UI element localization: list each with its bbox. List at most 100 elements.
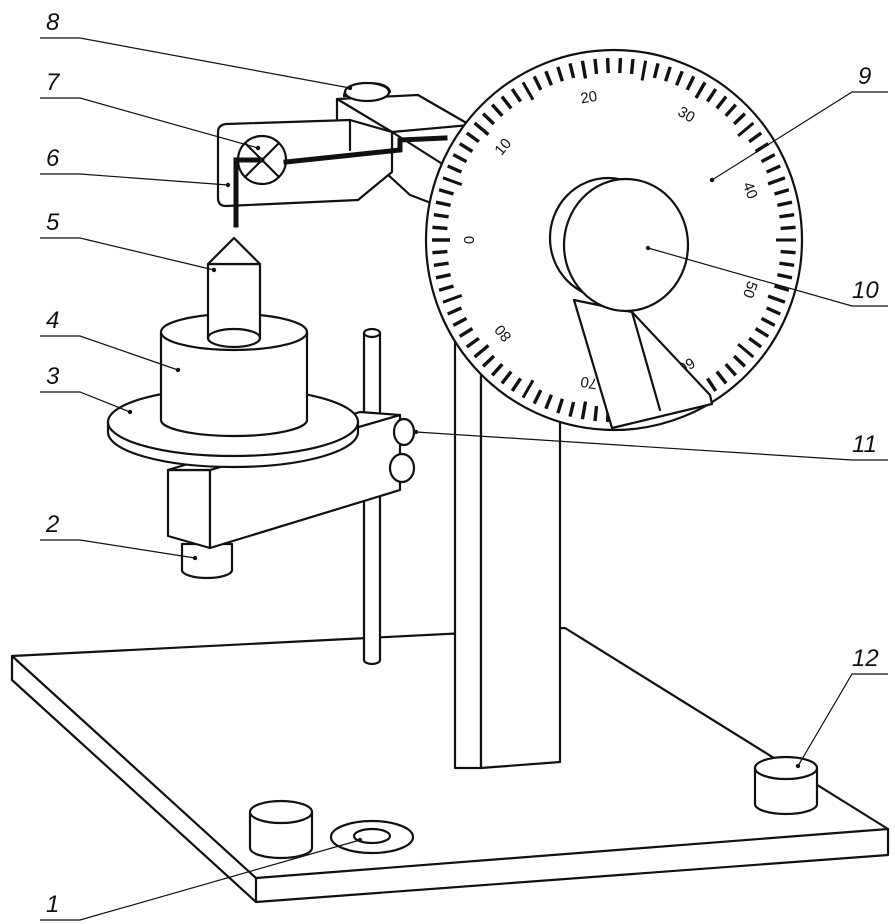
dial-tick — [442, 293, 463, 304]
dial-tick — [473, 121, 490, 136]
dial-tick — [732, 112, 747, 126]
dial-tick — [532, 75, 543, 91]
dial-tick — [452, 316, 468, 327]
dial-tick — [685, 75, 696, 91]
dial-tick — [737, 342, 755, 359]
dial-tick — [500, 95, 513, 110]
base-plate — [10, 626, 890, 904]
dial-tick — [438, 188, 454, 196]
dial-tick — [473, 344, 490, 359]
dial-tick — [458, 327, 474, 338]
vertical-column — [453, 338, 562, 770]
callout-3: 3 — [46, 363, 60, 390]
dial-tick — [544, 394, 553, 410]
dial-tick — [510, 377, 523, 392]
callout-1: 1 — [46, 891, 59, 918]
dial-scale-label: 20 — [579, 88, 598, 108]
dial-tick — [490, 362, 504, 377]
dial-tick — [593, 58, 599, 75]
dial-tick — [532, 389, 543, 405]
dial-scale-label: 0 — [461, 236, 478, 244]
dial-tick — [780, 249, 796, 255]
dial-tick — [432, 225, 448, 231]
dial-tick — [568, 62, 576, 79]
dial-tick — [765, 306, 781, 316]
dial-tick — [715, 95, 728, 110]
dial-tick — [640, 60, 648, 81]
dial-tick — [767, 176, 786, 186]
dial-tick — [724, 103, 738, 118]
dial-tick — [500, 370, 513, 385]
dial-tick — [754, 327, 770, 338]
dial-tick — [432, 249, 448, 255]
sample-cup — [159, 312, 309, 438]
spirit-level-ring — [329, 819, 415, 855]
suspended-cylinder — [206, 236, 262, 349]
dial-tick — [435, 200, 451, 207]
leader-lines — [40, 37, 888, 921]
dial-tick — [777, 273, 793, 280]
dial-tick — [438, 284, 454, 292]
dial-tick — [447, 164, 463, 174]
base-foot-left — [248, 799, 314, 860]
dial-tick — [510, 88, 523, 103]
dial-tick — [465, 336, 480, 349]
dial-scale-label: 70 — [579, 373, 598, 393]
callout-8: 8 — [46, 9, 60, 36]
dial-tick — [580, 60, 588, 79]
dial-tick — [737, 121, 755, 138]
dial-tick — [715, 370, 728, 385]
dial-hub — [548, 176, 690, 313]
callout-4: 4 — [46, 307, 59, 334]
dial-tick — [694, 81, 707, 99]
callout-2: 2 — [45, 511, 59, 538]
callout-9: 9 — [858, 63, 871, 90]
dial-tick — [774, 284, 790, 292]
dial-tick — [490, 103, 504, 118]
dial-tick — [465, 131, 480, 144]
dial-tick — [629, 58, 635, 75]
dial-tick — [433, 213, 449, 219]
dial-tick — [433, 261, 449, 267]
callout-7: 7 — [46, 69, 61, 96]
thread — [233, 135, 448, 228]
dial-tick — [663, 66, 672, 82]
callout-6: 6 — [46, 145, 60, 172]
dial-tick — [458, 142, 474, 153]
dial-tick — [765, 164, 781, 174]
dial-tick — [779, 261, 795, 267]
knurled-knob-8 — [342, 81, 392, 103]
dial-tick — [481, 354, 496, 368]
dial-tick — [675, 70, 684, 86]
dial-tick — [754, 142, 770, 153]
dial-scale-label: 40 — [739, 180, 761, 201]
dial-tick — [481, 112, 496, 126]
callout-5: 5 — [46, 209, 60, 236]
dial-tick — [556, 66, 565, 82]
dial-tick — [593, 405, 599, 422]
dial-tick — [442, 176, 463, 187]
dial-scale-label: 50 — [739, 279, 761, 300]
dial-tick — [544, 70, 553, 86]
dial-tick — [748, 131, 763, 144]
dial-tick — [760, 316, 776, 327]
dial-tick — [652, 62, 660, 79]
dial-tick — [618, 58, 623, 74]
dial-tick — [774, 188, 790, 196]
callout-11: 11 — [852, 431, 877, 458]
dial-tick — [732, 354, 747, 368]
dial-tick — [568, 401, 576, 418]
dial-tick — [779, 213, 795, 219]
dial-tick — [767, 294, 786, 304]
dial-tick — [580, 401, 588, 420]
dial-tick-marks — [432, 58, 796, 422]
dial-scale-label: 30 — [675, 103, 698, 126]
callout-12: 12 — [852, 645, 879, 672]
dial-tick — [447, 306, 463, 316]
dial-tick — [452, 153, 468, 164]
callout-labels: 1 2 3 4 5 6 7 8 9 10 11 12 — [45, 9, 879, 918]
dial-tick — [705, 377, 718, 392]
dial-tick — [605, 58, 610, 74]
